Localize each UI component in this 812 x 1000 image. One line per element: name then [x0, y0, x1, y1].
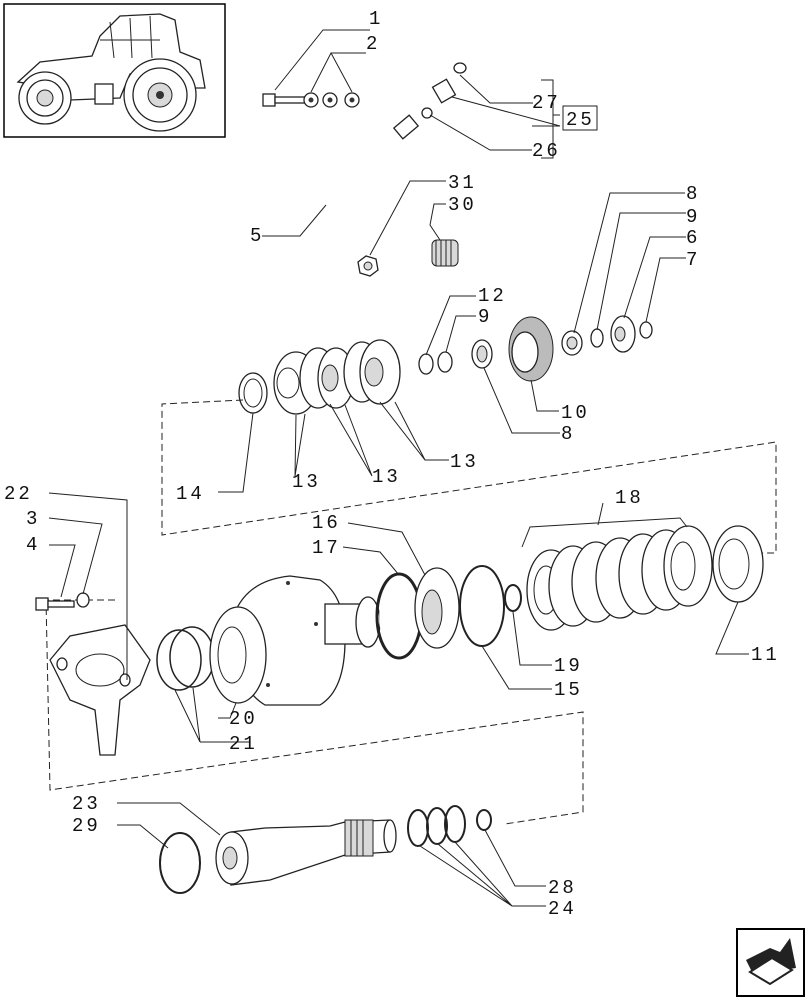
- callout-17: 17: [312, 537, 341, 559]
- callout-22: 22: [4, 483, 33, 505]
- o-rings-part: [459, 565, 522, 647]
- callout-7: 7: [686, 249, 700, 271]
- callout-16: 16: [312, 512, 341, 534]
- callout-18: 18: [615, 487, 644, 509]
- snap-ring-part: [375, 572, 423, 660]
- callout-30: 30: [448, 194, 477, 216]
- callout-21: 21: [229, 733, 258, 755]
- callout-1: 1: [369, 8, 383, 30]
- callout-13c: 13: [450, 451, 479, 473]
- callout-8a: 8: [686, 183, 700, 205]
- next-page-arrow-icon[interactable]: [736, 928, 805, 997]
- callout-20: 20: [229, 708, 258, 730]
- tractor-thumbnail-icon: [3, 3, 226, 138]
- seal-rings-part: [156, 626, 215, 691]
- callout-5: 5: [250, 225, 264, 247]
- callout-14: 14: [176, 483, 205, 505]
- callout-29: 29: [72, 815, 101, 837]
- callout-27: 27: [532, 92, 561, 114]
- clutch-discs-part: [526, 525, 713, 631]
- callout-19: 19: [554, 655, 583, 677]
- callout-11: 11: [751, 644, 780, 666]
- oil-pipe-part: [325, 62, 467, 208]
- clutch-housing-part: [209, 575, 381, 706]
- upper-boundary-line: [161, 399, 777, 554]
- callout-23: 23: [72, 793, 101, 815]
- callout-26: 26: [532, 140, 561, 162]
- leader-lines: [48, 29, 749, 907]
- callout-9b: 9: [478, 306, 492, 328]
- callout-10: 10: [561, 402, 590, 424]
- callout-9a: 9: [686, 206, 700, 228]
- bolt-part-lower: [35, 592, 90, 611]
- washer-part: [303, 92, 360, 108]
- small-gear-part: [431, 239, 459, 267]
- bolt-part: [262, 93, 306, 107]
- callout-2: 2: [366, 33, 380, 55]
- callout-6: 6: [686, 227, 700, 249]
- bracket-part: [49, 624, 151, 756]
- callout-28: 28: [548, 877, 577, 899]
- callout-13a: 13: [292, 471, 321, 493]
- lower-boundary-line: [45, 599, 584, 825]
- callout-8b: 8: [561, 423, 575, 445]
- callout-12: 12: [478, 285, 507, 307]
- end-plate-part: [712, 525, 764, 603]
- upper-shaft-assembly: [238, 315, 653, 415]
- callout-25-box: 25: [562, 105, 598, 131]
- callout-24: 24: [548, 898, 577, 920]
- callout-25: 25: [566, 109, 595, 131]
- callout-31: 31: [448, 172, 477, 194]
- nut-part: [357, 255, 379, 277]
- output-shaft-part: [159, 805, 492, 894]
- callout-13b: 13: [372, 466, 401, 488]
- callout-15: 15: [554, 679, 583, 701]
- callout-4: 4: [26, 534, 40, 556]
- callout-3: 3: [26, 508, 40, 530]
- piston-part: [414, 567, 460, 649]
